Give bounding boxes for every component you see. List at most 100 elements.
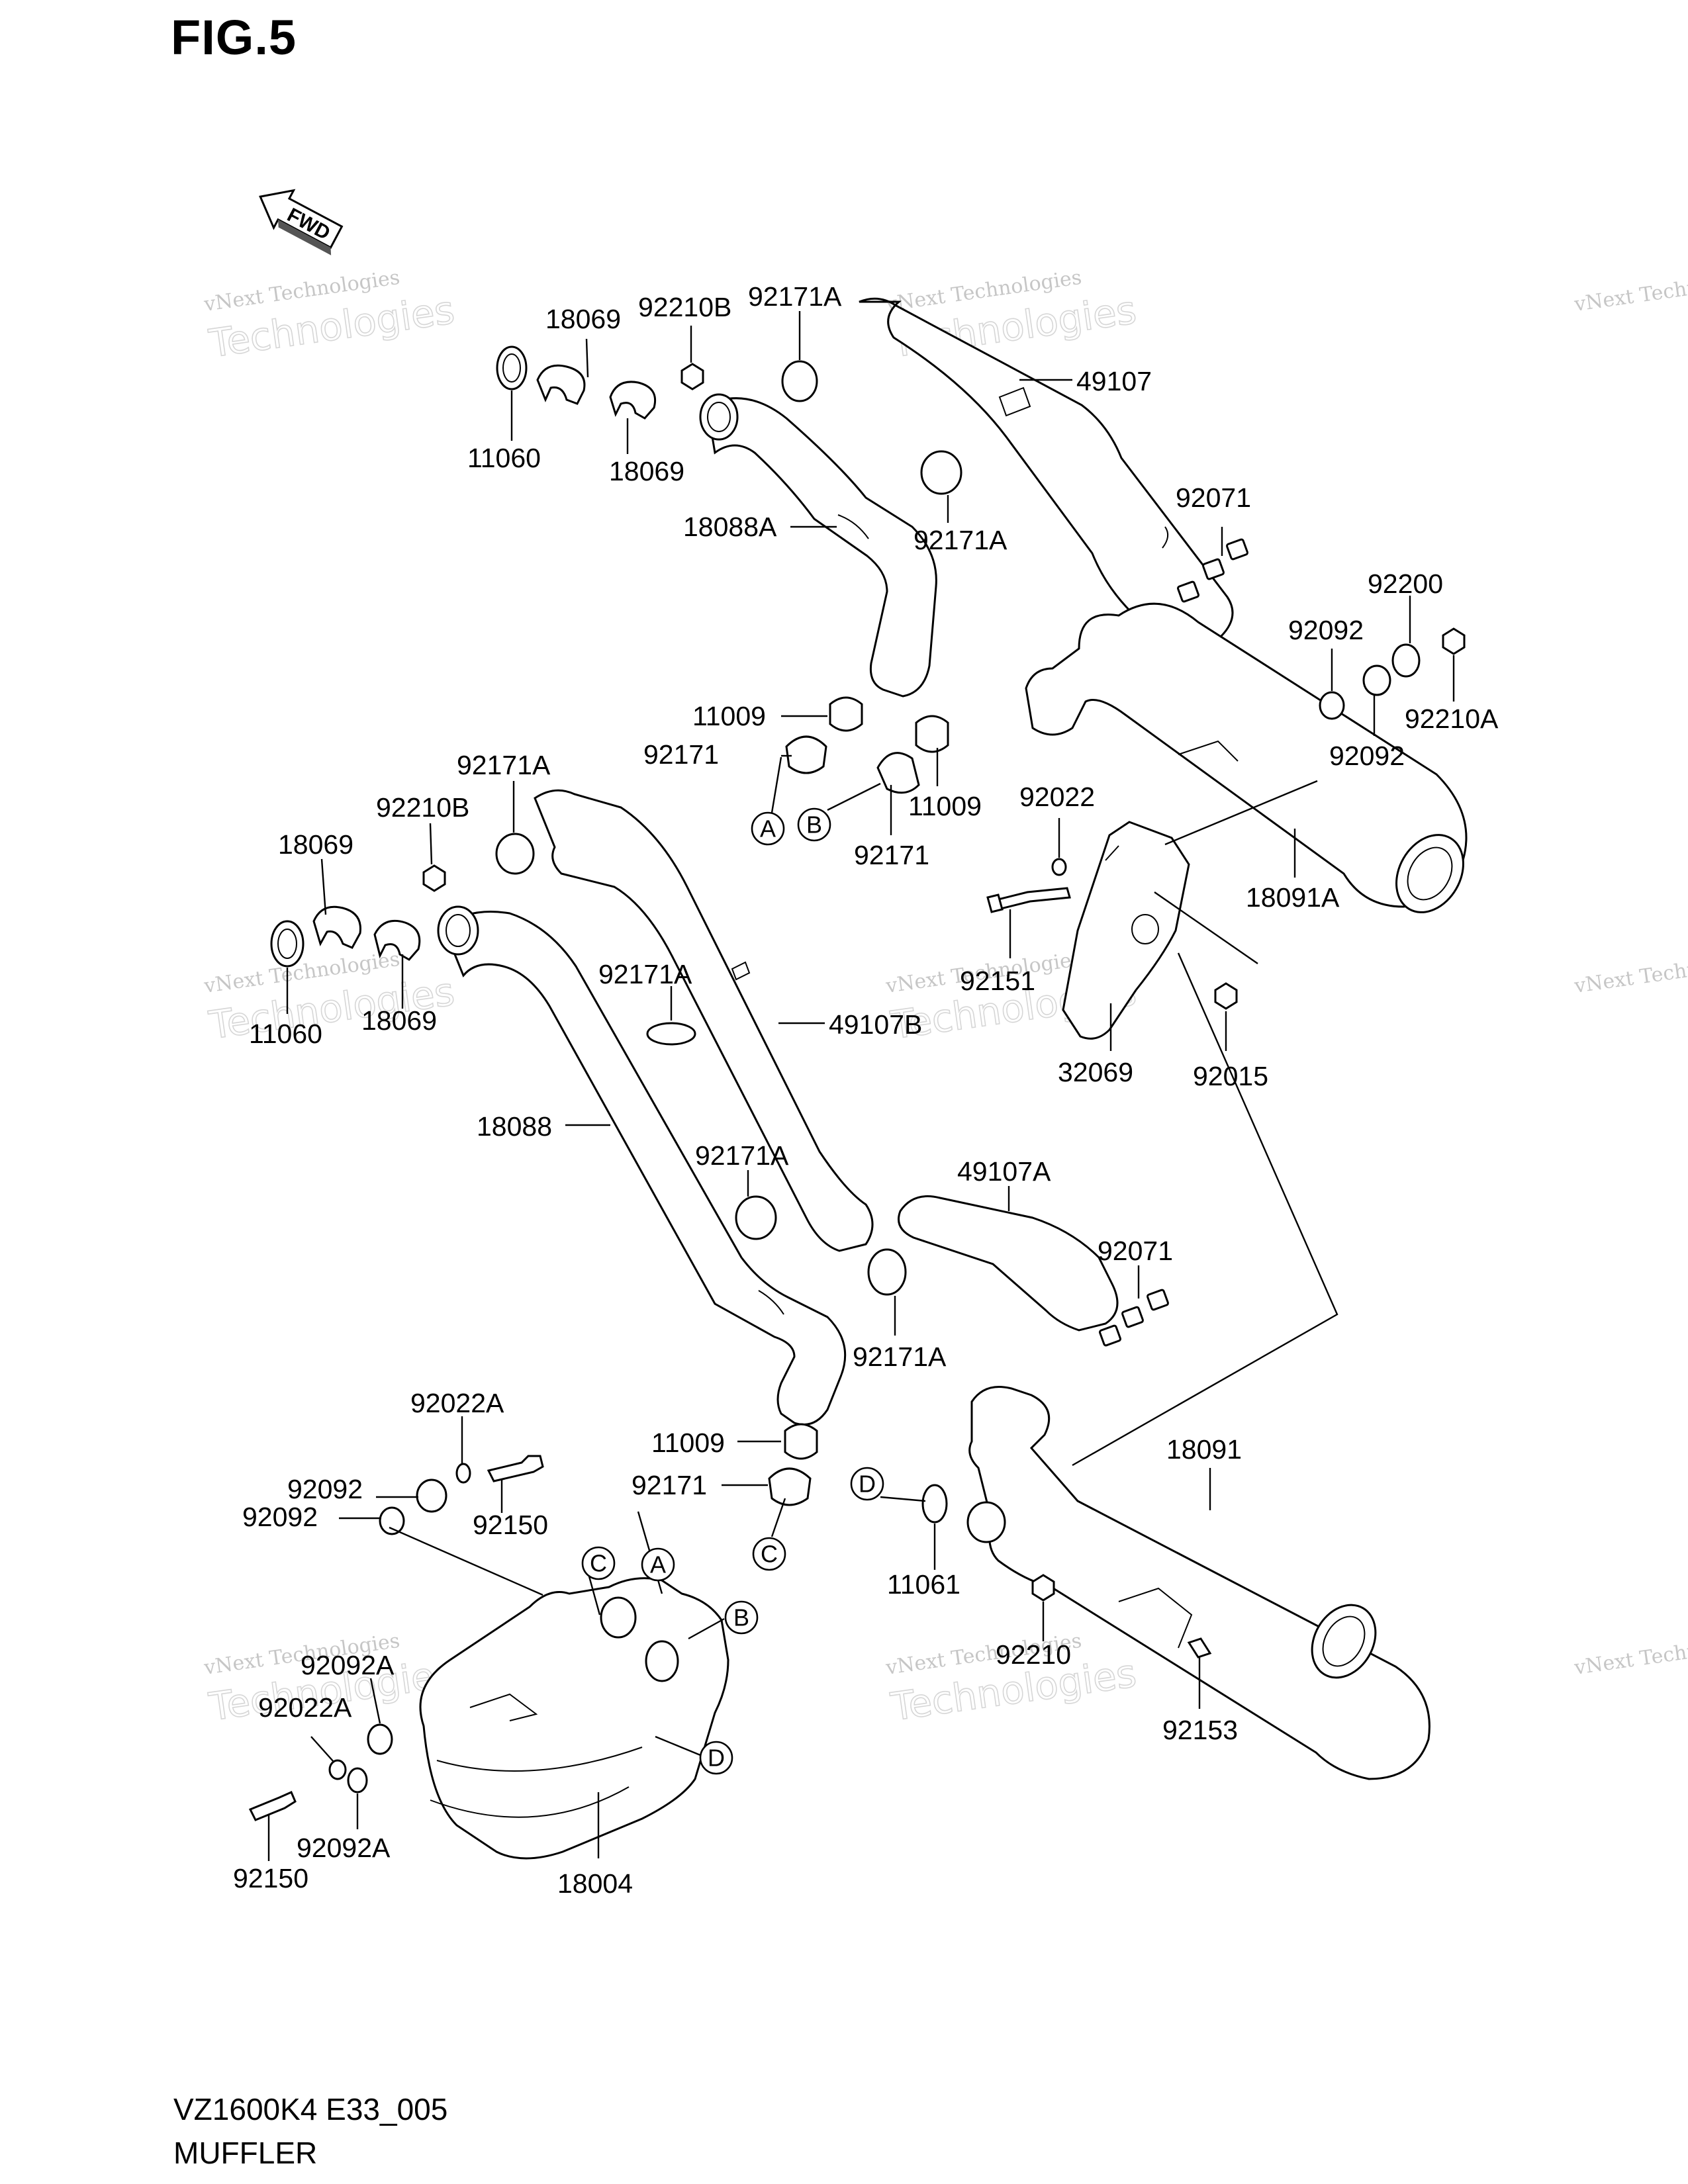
washer-92022a-lower: [328, 1759, 347, 1780]
callout-92210b-lower: 92210B: [376, 792, 469, 823]
callout-92171-lower: 92171: [632, 1470, 707, 1500]
callout-18069-upper-b: 18069: [609, 456, 684, 486]
callout-92071-lower: 92071: [1098, 1236, 1173, 1266]
callout-92022a-upper: 92022A: [410, 1388, 504, 1418]
washer-92022: [1051, 858, 1067, 876]
ref-marker-c-chamber-letter: C: [590, 1550, 607, 1577]
callout-92022: 92022: [1019, 782, 1095, 812]
collar-92200: [1391, 643, 1421, 678]
callout-92092-upper-b: 92092: [1329, 741, 1405, 771]
nut-92210: [1031, 1574, 1055, 1602]
clamp-92171a-lower-mid: [646, 1022, 696, 1046]
callout-92171-upper-a: 92171: [643, 739, 719, 770]
ref-marker-b-chamber: [724, 1600, 759, 1635]
callout-11061: 11061: [887, 1569, 961, 1600]
nut-92015: [1214, 982, 1238, 1010]
callout-92171a-upper: 92171A: [748, 281, 842, 312]
connector-11009-upper-a: [829, 696, 863, 732]
grommet-92092-lower-b: [379, 1506, 405, 1535]
connector-11009-upper-b: [915, 715, 949, 753]
callout-32069: 32069: [1058, 1057, 1133, 1087]
pad-92071-lower-a: [1121, 1306, 1144, 1328]
callout-92171a-lower-mid: 92171A: [598, 959, 692, 989]
gasket-11061: [921, 1484, 948, 1524]
callout-11009-upper-a: 11009: [692, 701, 766, 731]
grommet-92092-upper-b: [1319, 691, 1345, 720]
ref-marker-d-lower: [850, 1467, 884, 1501]
callout-92092a-lower: 92092A: [297, 1833, 391, 1863]
nut-92210b-lower: [422, 864, 446, 892]
callout-92071-upper: 92071: [1176, 482, 1251, 513]
clamp-92171a-lower-b: [735, 1195, 777, 1240]
callout-92171-upper-b: 92171: [854, 840, 929, 870]
callout-11009-lower: 11009: [651, 1428, 725, 1458]
washer-92022a-upper: [455, 1463, 471, 1484]
clamp-92171-lower: [768, 1467, 812, 1506]
bolt-92150-upper: [487, 1455, 544, 1482]
ref-marker-a-chamber-letter: A: [650, 1551, 666, 1578]
pad-92071-upper-a: [1202, 558, 1225, 580]
clamp-18069-upper-b: [609, 381, 656, 420]
clamp-92171a-lower-left: [495, 833, 535, 875]
assembly-name: MUFFLER: [173, 2136, 318, 2170]
callout-92210b-upper: 92210B: [638, 292, 731, 322]
ref-marker-c-chamber: [581, 1546, 616, 1580]
gasket-11060-upper: [496, 345, 528, 390]
callout-18091a: 18091A: [1246, 882, 1340, 913]
callout-18088a: 18088A: [683, 512, 777, 542]
ref-marker-c-lower-letter: C: [761, 1541, 778, 1568]
pad-92071-upper-b: [1226, 538, 1248, 561]
forward-arrow-icon: FWD: [259, 189, 344, 255]
ref-marker-d-lower-letter: D: [859, 1471, 876, 1498]
clamp-92171-upper-b: [876, 752, 920, 794]
callout-92150-upper: 92150: [473, 1510, 548, 1540]
ref-marker-b-upper-letter: B: [806, 811, 822, 839]
callout-92015: 92015: [1193, 1061, 1268, 1091]
clamp-92171a-lower-c: [867, 1248, 907, 1296]
callout-92153: 92153: [1162, 1715, 1238, 1745]
clamp-18069-lower-a: [312, 905, 361, 949]
ref-marker-b-upper: [797, 807, 831, 842]
watermark-line1: vNext Technologies: [1572, 1629, 1688, 1680]
ref-marker-d-chamber: [699, 1741, 733, 1775]
callout-92092-lower-a: 92092: [287, 1474, 363, 1504]
head-pipe-18088a: [706, 397, 937, 698]
clamp-18069-upper-a: [536, 364, 586, 405]
ref-marker-b-chamber-letter: B: [733, 1604, 749, 1631]
callout-92210a: 92210A: [1405, 704, 1499, 734]
nut-92210a: [1442, 627, 1466, 655]
callout-18091: 18091: [1166, 1434, 1242, 1465]
ref-marker-a-upper: [751, 811, 785, 846]
callout-92171a-mid-upper: 92171A: [914, 525, 1008, 555]
grommet-92092-lower-a: [416, 1479, 447, 1513]
callout-92171a-lower-c: 92171A: [853, 1342, 947, 1372]
model-code: VZ1600K4 E33_005: [173, 2092, 448, 2126]
callout-92171a-lower-left: 92171A: [457, 750, 551, 780]
connector-11009-lower: [784, 1423, 818, 1460]
bracket-32069: [1062, 821, 1190, 1040]
ref-marker-d-chamber-letter: D: [708, 1745, 725, 1772]
callout-18069-upper-a: 18069: [545, 304, 621, 334]
chamber-18004: [419, 1577, 729, 1860]
watermark-line1: vNext Technologies: [1572, 266, 1688, 316]
clamp-92171a-upper: [781, 360, 818, 402]
bolt-92150-lower: [248, 1791, 297, 1821]
callout-18088: 18088: [477, 1111, 552, 1142]
pad-92071-upper-c: [1177, 580, 1199, 603]
watermark-line1: vNext Technologies: [1572, 948, 1688, 998]
callout-18069-lower-b: 18069: [361, 1005, 437, 1036]
callout-92150-lower: 92150: [233, 1863, 308, 1893]
callout-11060-lower: 11060: [249, 1019, 322, 1049]
callout-92151: 92151: [960, 966, 1035, 996]
callout-92022a-lower: 92022A: [258, 1692, 352, 1723]
grommet-92092a-upper: [367, 1723, 393, 1755]
heat-shield-49107b: [534, 789, 874, 1252]
callout-92210: 92210: [996, 1639, 1071, 1670]
clamp-18069-lower-b: [373, 919, 421, 961]
pad-92071-lower-c: [1099, 1324, 1121, 1347]
pad-92071-lower-b: [1147, 1289, 1169, 1311]
grommet-92092a-lower: [347, 1767, 368, 1794]
nut-92210b-upper: [680, 363, 704, 390]
callout-92200: 92200: [1368, 569, 1443, 599]
